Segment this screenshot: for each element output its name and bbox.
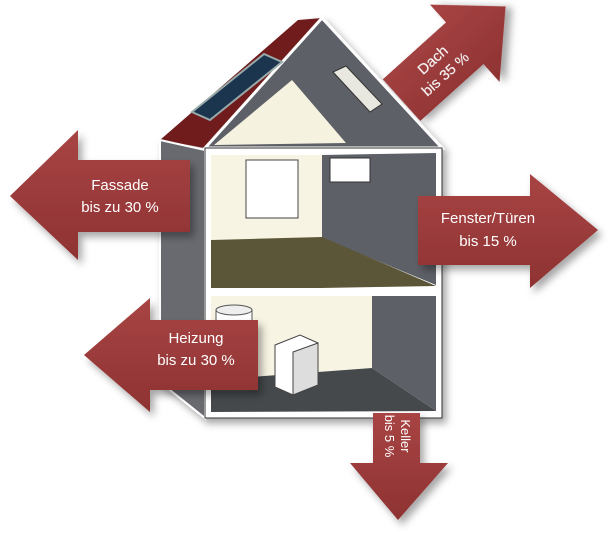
arrow-heizung: Heizung bis zu 30 %: [84, 298, 258, 412]
arrow-fassade: Fassade bis zu 30 %: [10, 130, 190, 260]
lower-floor: [211, 368, 436, 412]
arrow-keller: Keller bis 5 %: [350, 413, 448, 520]
upper-floor: [211, 237, 436, 290]
floor-slab: [205, 288, 442, 296]
skylight: [190, 52, 284, 122]
arrow-fenster: Fenster/Türen bis 15 %: [418, 174, 598, 288]
arrow-dach: Dach bis 35 %: [382, 4, 506, 121]
upper-side-wall: [322, 153, 436, 285]
gable-inner: [214, 80, 346, 145]
heizung-label: Heizung: [168, 330, 223, 347]
upper-window: [245, 159, 299, 219]
fassade-label: Fassade: [91, 177, 149, 194]
fenster-value: bis 15 %: [459, 233, 517, 250]
fassade-value: bis zu 30 %: [81, 199, 159, 216]
fenster-label: Fenster/Türen: [441, 210, 535, 227]
lower-side-wall: [372, 296, 436, 411]
house: [159, 15, 446, 421]
keller-value: bis 5 %: [382, 415, 397, 458]
heizung-value: bis zu 30 %: [157, 352, 235, 369]
side-window: [329, 157, 371, 183]
keller-label: Keller: [398, 419, 413, 453]
boiler: [274, 334, 319, 396]
roof-window: [332, 65, 383, 113]
